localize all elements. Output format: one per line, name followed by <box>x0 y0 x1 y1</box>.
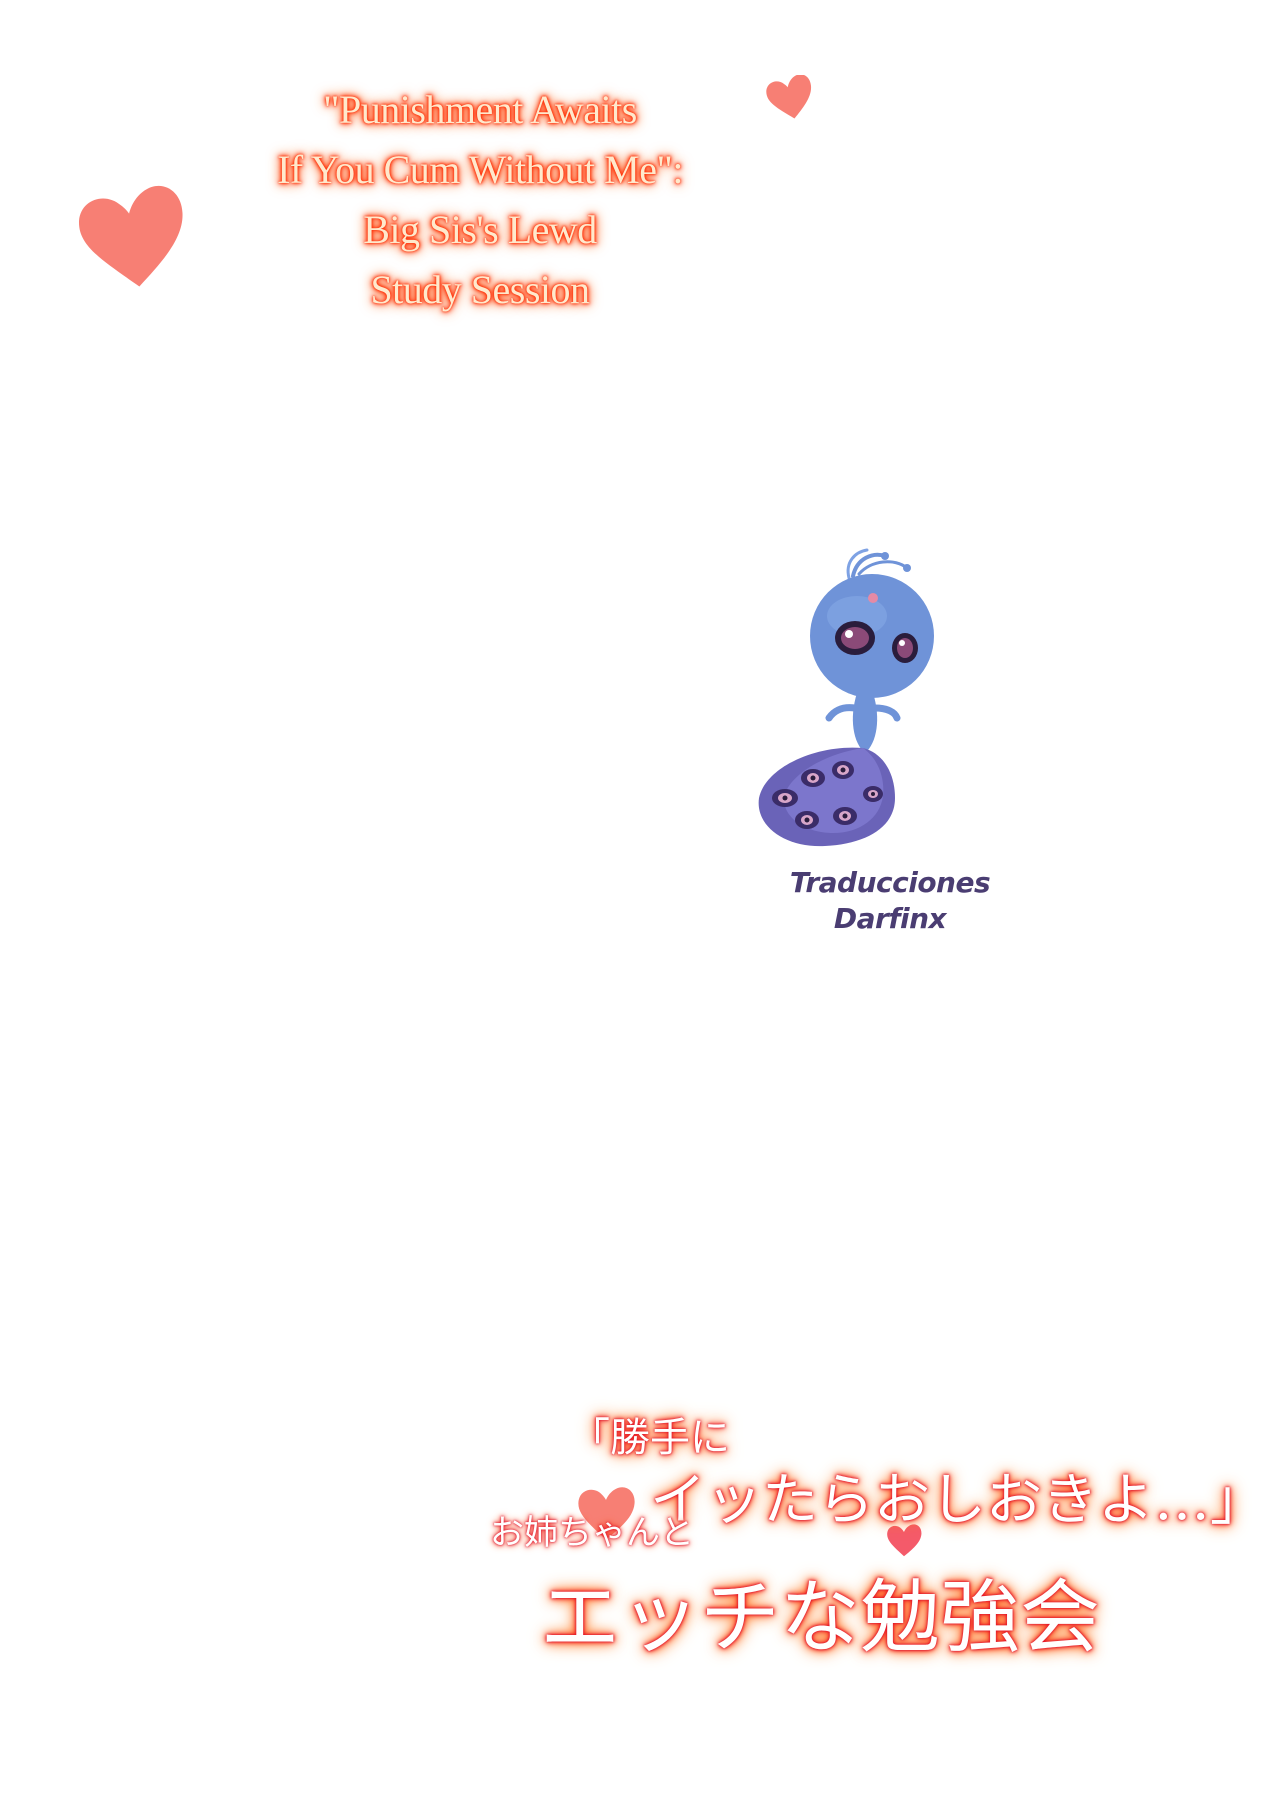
english-title: "Punishment Awaits If You Cum Without Me… <box>200 80 760 320</box>
jp-title-sub: お姉ちゃんと <box>490 1513 694 1553</box>
title-line-4: Study Session <box>370 267 590 312</box>
heart-icon-large <box>79 186 183 287</box>
scanlation-credit: Traducciones Darfinx <box>745 865 1035 937</box>
japanese-title-logo: 「勝手に イッたらおしおきよ…」 お姉ちゃんと エッチな勉強会 <box>480 1405 1266 1675</box>
credit-line-2: Darfinx <box>833 902 947 935</box>
title-line-1: "Punishment Awaits <box>323 87 637 132</box>
credit-line-1: Traducciones <box>789 866 991 899</box>
heart-icon-jp-left <box>578 1487 635 1540</box>
jp-title-line-2: イッたらおしおきよ…」 <box>650 1468 1266 1533</box>
heart-icon-small <box>766 75 811 119</box>
peacock-kwami-mascot <box>758 548 934 847</box>
title-line-3: Big Sis's Lewd <box>363 207 597 252</box>
title-line-2: If You Cum Without Me": <box>277 147 683 192</box>
jp-title-line-1: 「勝手に <box>570 1415 730 1461</box>
jp-title-line-3: エッチな勉強会 <box>540 1571 1100 1664</box>
heart-icon-jp-right <box>887 1524 922 1557</box>
